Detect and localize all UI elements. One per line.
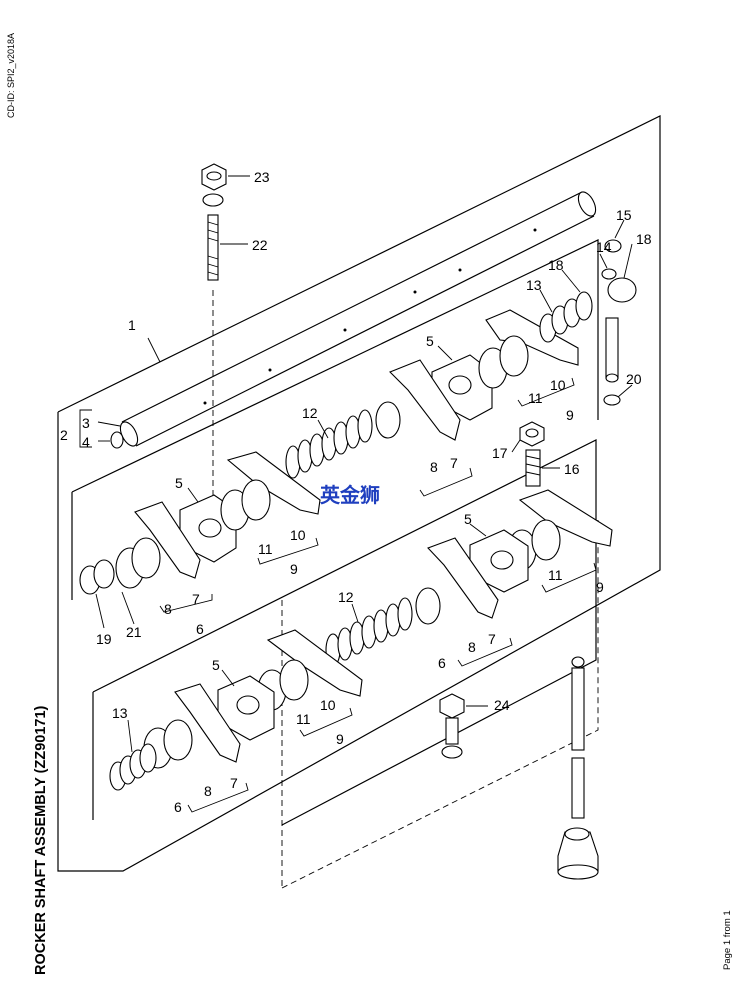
bracket-7-upper: [419, 467, 473, 497]
callout-8-lower: 8: [204, 783, 212, 799]
callout-11-upper-right: 11: [528, 390, 543, 406]
stud-22: [207, 214, 219, 281]
circlip-19: [79, 559, 115, 595]
callout-11-upper-left: 11: [258, 541, 273, 557]
callout-9-upper-left: 9: [290, 561, 298, 577]
bracket-6-middle: [457, 637, 513, 667]
spring-12-upper: [285, 401, 401, 479]
end-plug: [110, 431, 124, 449]
callout-6-lower: 6: [174, 799, 182, 815]
callout-24: 24: [494, 697, 510, 713]
bracket-9-upper-right: [517, 377, 575, 407]
bracket-9-upper-left: [257, 537, 319, 565]
rocker-arm-middle-right-b: [427, 537, 499, 619]
leader-1: [147, 337, 161, 363]
stud-16: [525, 449, 541, 487]
nut-17: [519, 421, 545, 447]
callout-19: 19: [96, 631, 112, 647]
pedestal-lower-left: [217, 675, 275, 741]
callout-7-middle: 7: [488, 631, 496, 647]
callout-8-middle: 8: [468, 639, 476, 655]
callout-6-middle: 6: [438, 655, 446, 671]
callout-20: 20: [626, 371, 642, 387]
push-rod: [571, 656, 585, 819]
callout-8-left: 8: [164, 601, 172, 617]
callout-5-upper-left: 5: [175, 475, 183, 491]
tappet: [557, 827, 599, 880]
rocker-arm-upper-left-b: [134, 501, 201, 579]
seal-20: [603, 394, 621, 406]
callout-4: 4: [82, 434, 90, 450]
callout-17: 17: [492, 445, 508, 461]
callout-1: 1: [128, 317, 136, 333]
callout-13-upper: 13: [526, 277, 542, 293]
bush-upper-left: [220, 479, 271, 531]
callout-14: 14: [596, 239, 612, 255]
bracket-9-lower: [299, 707, 353, 737]
bracket-6-upper: [159, 594, 213, 613]
middle-frame: [71, 239, 599, 493]
callout-5-middle-right: 5: [464, 511, 472, 527]
callout-18-right: 18: [636, 231, 652, 247]
lower-frame: [92, 439, 597, 826]
callout-5-upper-right: 5: [426, 333, 434, 349]
callout-9-middle-right: 9: [596, 579, 604, 595]
spring-13-lower: [109, 743, 157, 791]
bracket-2: [79, 409, 92, 448]
callout-7-lower: 7: [230, 775, 238, 791]
callout-18-left: 18: [548, 257, 564, 273]
watermark-logo: 英金狮: [320, 483, 380, 507]
callout-10-lower: 10: [320, 697, 336, 713]
callout-8-upper-right: 8: [430, 459, 438, 475]
callout-11-middle-right: 11: [548, 567, 563, 583]
callout-13-lower: 13: [112, 705, 128, 721]
callout-7-left: 7: [192, 591, 200, 607]
callout-23: 23: [254, 169, 270, 185]
bush-upper-right: [478, 335, 529, 389]
assembly-line-2: [281, 520, 599, 889]
callout-11-lower: 11: [296, 711, 311, 727]
banjo-bolt-15: [604, 239, 622, 253]
bracket-9-middle-right: [541, 562, 597, 593]
callout-12-upper: 12: [302, 405, 318, 421]
outer-frame: [57, 115, 661, 872]
callout-16: 16: [564, 461, 580, 477]
callout-15: 15: [616, 207, 632, 223]
callout-7-upper-right: 7: [450, 455, 458, 471]
callout-9-lower: 9: [336, 731, 344, 747]
nut-23: [201, 163, 227, 191]
callout-12-lower: 12: [338, 589, 354, 605]
bracket-6-lower: [187, 782, 249, 813]
washer-24: [441, 745, 463, 759]
callout-10-upper-right: 10: [550, 377, 566, 393]
rocker-arm-upper-right-a: [389, 359, 461, 441]
rocker-arm-upper-right-b: [485, 309, 579, 366]
callout-6-upper: 6: [196, 621, 204, 637]
spring-upper-right: [539, 291, 593, 343]
spring-12-lower: [325, 587, 441, 667]
callout-21: 21: [126, 624, 142, 640]
washer-23: [202, 193, 224, 207]
bolt-24: [439, 693, 465, 745]
bush-lower-left-a: [115, 537, 161, 589]
rocker-arm-lower-left: [174, 683, 241, 763]
callout-22: 22: [252, 237, 268, 253]
callout-3: 3: [82, 415, 90, 431]
washer-14: [601, 268, 617, 280]
callout-2: 2: [60, 427, 68, 443]
callout-9-upper-right: 9: [566, 407, 574, 423]
callout-10-upper-left: 10: [290, 527, 306, 543]
oil-feed-bracket: [605, 277, 637, 383]
callout-5-lower: 5: [212, 657, 220, 673]
